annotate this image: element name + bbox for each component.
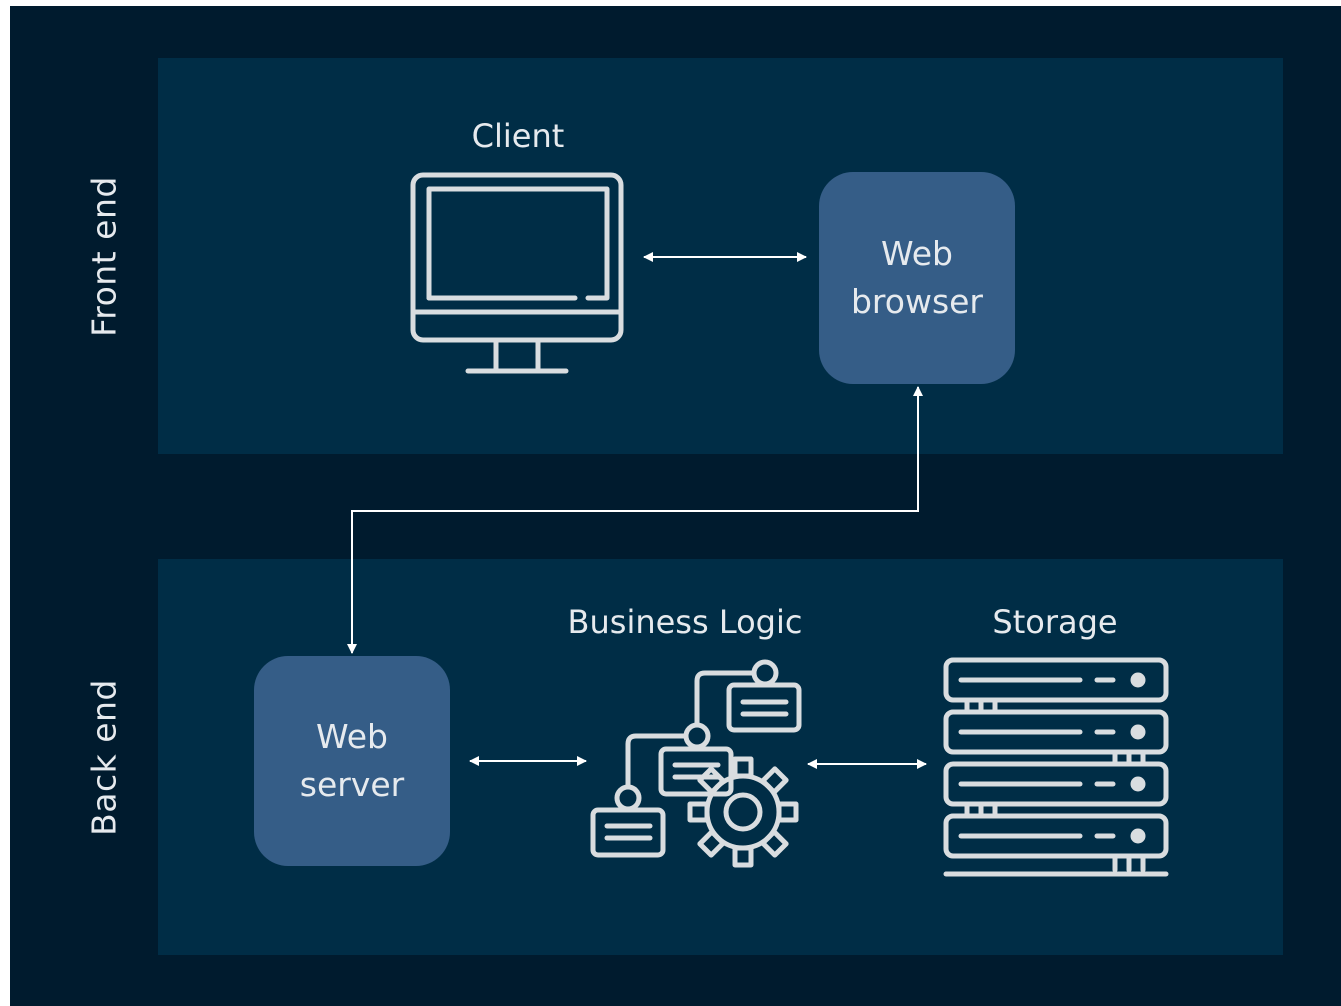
client-title: Client — [471, 117, 565, 155]
front-end-panel — [158, 58, 1283, 454]
storage-title: Storage — [992, 603, 1118, 641]
web-browser-label-line2: browser — [850, 282, 984, 321]
web-browser-label-line1: Web — [881, 234, 953, 273]
web-server-box: Web server — [254, 656, 450, 866]
web-server-label-line1: Web — [316, 717, 388, 756]
front-end-label: Front end — [84, 176, 124, 337]
web-browser-box: Web browser — [819, 172, 1015, 384]
back-end-label: Back end — [84, 679, 124, 836]
web-server-label-line2: server — [299, 765, 405, 804]
business-logic-title: Business Logic — [567, 603, 803, 641]
